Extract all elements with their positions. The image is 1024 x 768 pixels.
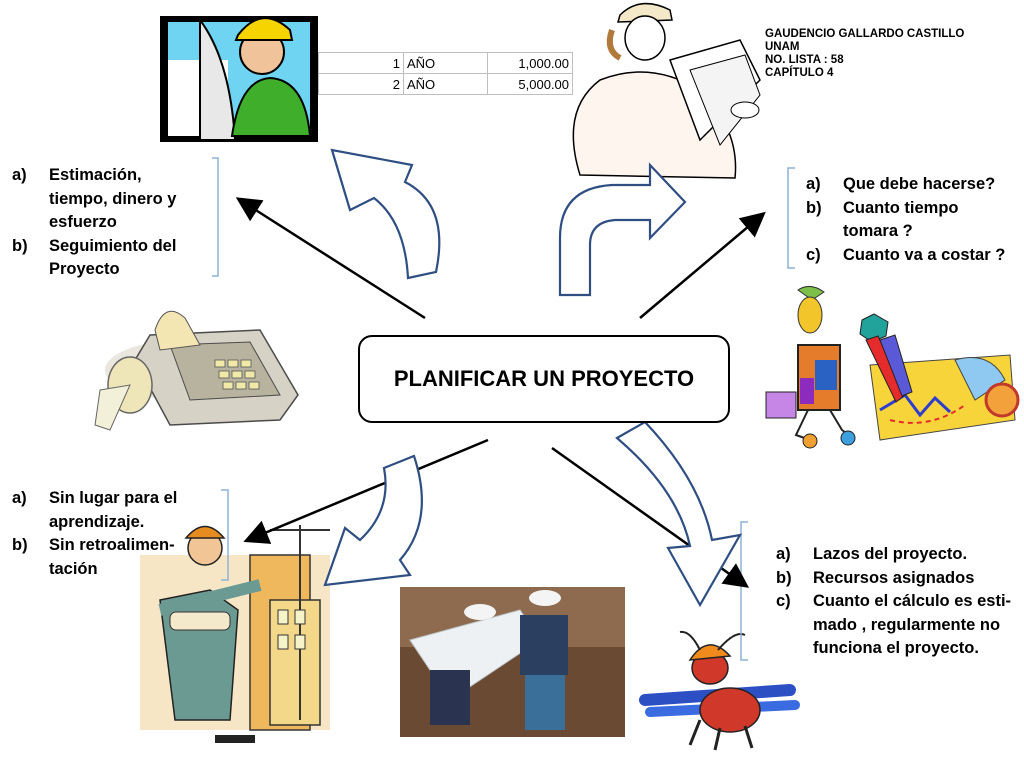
list-item-letter: b) xyxy=(12,236,28,255)
author-block: GAUDENCIO GALLARDO CASTILLO UNAM NO. LIS… xyxy=(765,28,964,80)
list-item-text: Cuanto tiempo tomara ? xyxy=(843,198,959,241)
table-cell: AÑO xyxy=(403,52,488,74)
author-name: GAUDENCIO GALLARDO CASTILLO xyxy=(765,28,965,40)
ant-carrying-pipes-icon xyxy=(639,630,800,751)
bottom-right-list: a) Lazos del proyecto. b) Recursos asign… xyxy=(776,543,1020,661)
construction-workers-photo xyxy=(400,587,625,737)
list-item: b) Cuanto tiempo tomara ? xyxy=(806,197,1018,244)
list-item: a) Lazos del proyecto. xyxy=(776,543,1020,567)
list-item-text: Seguimiento del Proyecto xyxy=(49,236,177,279)
bottom-left-list: a) Sin lugar para el aprendizaje. b) Sin… xyxy=(12,487,192,581)
architect-with-building-icon xyxy=(140,525,330,743)
table-cell: AÑO xyxy=(403,73,488,95)
list-item: a) Estimación, tiempo, dinero y esfuerzo xyxy=(12,164,202,235)
year-cost-table: 1 AÑO 1,000.00 2 AÑO 5,000.00 xyxy=(318,52,573,95)
bracket-bottom-right xyxy=(740,521,748,661)
curved-arrow-bottom-left xyxy=(323,454,423,587)
list-item-text: Estimación, tiempo, dinero y esfuerzo xyxy=(49,166,177,231)
list-item-letter: a) xyxy=(12,166,27,184)
engineer-with-plans-icon xyxy=(160,16,318,142)
bracket-top-right xyxy=(787,167,795,269)
list-item-letter: b) xyxy=(806,198,822,217)
list-item: a) Sin lugar para el aprendizaje. xyxy=(12,487,192,534)
table-row: 1 AÑO 1,000.00 xyxy=(318,52,573,74)
author-institution: UNAM xyxy=(765,41,800,53)
abstract-worker-drawing-chart-icon xyxy=(765,286,1020,449)
table-cell: 5,000.00 xyxy=(487,73,573,95)
list-item-text: Sin retroalimen-tación xyxy=(49,536,175,578)
table-cell: 2 xyxy=(318,73,404,95)
list-item-letter: a) xyxy=(806,175,821,193)
list-item-letter: c) xyxy=(806,245,821,264)
list-item-text: Cuanto el cálculo es esti-mado , regular… xyxy=(813,592,1012,657)
list-item: b) Seguimiento del Proyecto xyxy=(12,235,202,282)
list-item-text: Lazos del proyecto. xyxy=(813,545,968,563)
list-item-text: Recursos asignados xyxy=(813,568,975,587)
bracket-top-left xyxy=(212,157,219,277)
arrow-top-right xyxy=(639,211,766,319)
top-right-list: a) Que debe hacerse? b) Cuanto tiempo to… xyxy=(806,173,1018,267)
list-item-text: Sin lugar para el aprendizaje. xyxy=(49,489,178,531)
table-row: 2 AÑO 5,000.00 xyxy=(318,73,573,95)
curved-arrow-top-right xyxy=(558,162,687,297)
list-item: b) Sin retroalimen-tación xyxy=(12,534,192,581)
top-left-list: a) Estimación, tiempo, dinero y esfuerzo… xyxy=(12,164,202,282)
list-item-letter: a) xyxy=(776,545,791,563)
author-chapter: CAPÍTULO 4 xyxy=(765,67,834,79)
list-item-letter: b) xyxy=(776,568,792,587)
curved-arrow-top-left xyxy=(330,148,441,280)
adding-machine-icon xyxy=(94,310,299,431)
woman-engineer-with-blueprints-icon xyxy=(572,2,761,179)
arrow-top-left xyxy=(235,197,426,320)
arrow-bottom-left xyxy=(243,438,489,544)
list-item: c) Cuanto el cálculo es esti-mado , regu… xyxy=(776,590,1020,661)
list-item-letter: a) xyxy=(12,489,27,507)
list-item-text: Cuanto va a costar ? xyxy=(843,245,1006,264)
author-list-number: NO. LISTA : 58 xyxy=(765,54,844,66)
brackets xyxy=(212,157,795,661)
curved-block-arrows xyxy=(323,148,743,608)
list-item: b) Recursos asignados xyxy=(776,567,1020,591)
list-item: a) Que debe hacerse? xyxy=(806,173,1018,197)
list-item: c) Cuanto va a costar ? xyxy=(806,244,1018,268)
list-item-text: Que debe hacerse? xyxy=(843,175,996,193)
bracket-bottom-left xyxy=(221,489,229,581)
central-title: PLANIFICAR UN PROYECTO xyxy=(393,366,695,391)
list-item-letter: c) xyxy=(776,592,791,610)
curved-arrow-bottom-right xyxy=(615,420,743,608)
list-item-letter: b) xyxy=(12,536,28,554)
central-title-box: PLANIFICAR UN PROYECTO xyxy=(358,335,730,423)
